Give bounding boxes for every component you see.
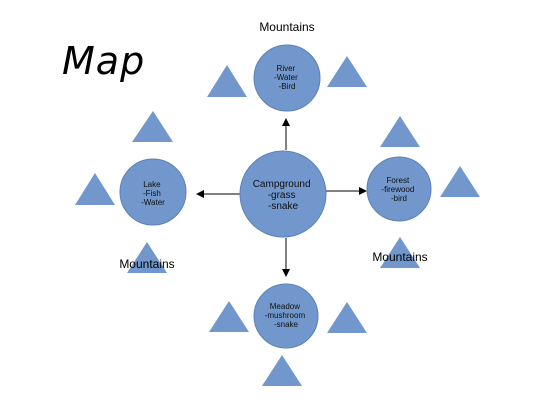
campground-label: Campground -grass -snake	[253, 179, 314, 212]
meadow-node	[253, 283, 319, 349]
mountain-triangle-icon	[327, 56, 367, 87]
lake-label: Lake -Fish -Water	[141, 180, 165, 207]
mountain-triangle-icon	[380, 237, 420, 268]
mountain-triangle-icon	[440, 166, 480, 197]
mountain-triangle-icon	[132, 111, 173, 142]
forest-node	[366, 156, 432, 222]
mountain-triangle-icon	[127, 242, 167, 273]
river-label: River -Water -Bird	[274, 64, 300, 91]
mountain-triangle-icon	[209, 301, 249, 332]
mountains-label-top: Mountains	[259, 20, 314, 34]
mountains-label-right: Mountains	[372, 250, 427, 264]
mountain-triangle-icon	[262, 355, 302, 386]
mountains-label-left: Mountains	[119, 257, 174, 271]
river-node	[253, 44, 321, 112]
mountain-triangle-icon	[207, 65, 247, 97]
forest-label: Forest -firewood -bird	[381, 176, 416, 203]
mountain-triangle-icon	[327, 302, 367, 333]
mountain-triangle-icon	[380, 116, 420, 147]
lake-node	[119, 158, 187, 226]
meadow-label: Meadow -mushroom -snake	[265, 302, 308, 329]
map-title: Map	[62, 39, 145, 83]
campground-node	[239, 150, 327, 238]
mountain-triangle-icon	[75, 173, 115, 205]
